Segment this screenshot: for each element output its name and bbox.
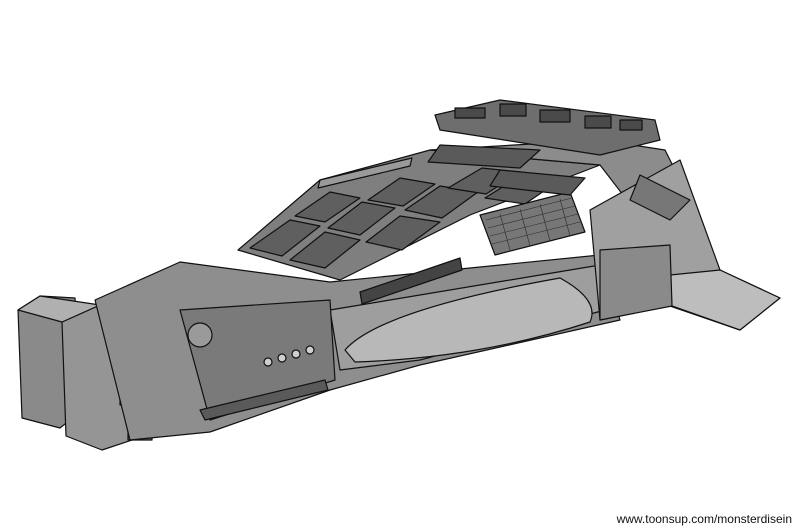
watermark-credit: www.toonsup.com/monsterdisein xyxy=(616,512,792,526)
tail-wing xyxy=(589,159,781,331)
bridge-module xyxy=(427,99,691,231)
hull-body xyxy=(94,254,621,441)
